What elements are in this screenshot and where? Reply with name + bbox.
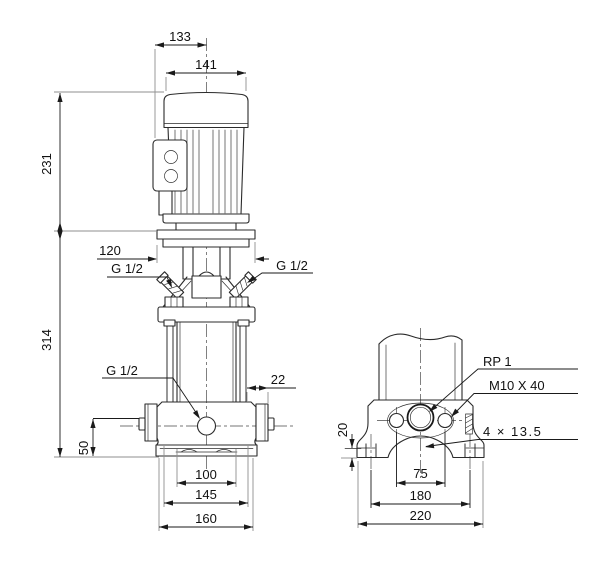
dim-100-label: 100 [195, 467, 217, 482]
dim-20-label: 20 [335, 423, 350, 437]
foot-holes-label: 4 × 13.5 [483, 424, 542, 439]
sleeve-section [378, 333, 463, 401]
dim-160-label: 160 [195, 511, 217, 526]
dim-75-label: 75 [413, 466, 427, 481]
discharge-port [255, 403, 269, 442]
chamber-stack [163, 319, 250, 403]
base-casting [356, 399, 485, 459]
bolt-hole-right [437, 412, 453, 429]
suction-port [144, 403, 158, 442]
drain-label: G 1/2 [106, 363, 138, 378]
staybolt-nut [237, 319, 250, 327]
vent-plug-right [228, 271, 257, 300]
terminal-box [152, 139, 188, 216]
break-line [378, 333, 463, 345]
dim-145-label: 145 [195, 487, 217, 502]
dim-231-label: 231 [39, 153, 54, 175]
side-view-dimensions: 20 75 180 220 [335, 423, 484, 528]
m10-label: M10 X 40 [489, 378, 545, 393]
vent-left-label: G 1/2 [111, 261, 143, 276]
dim-220-label: 220 [410, 508, 432, 523]
vent-plug-left [156, 271, 185, 300]
vent-right-label: G 1/2 [276, 258, 308, 273]
motor-fan-cover [163, 91, 249, 129]
rp1-port-bore [406, 403, 435, 432]
coupling-guard-window [191, 275, 222, 299]
front-view-dimensions: 133 141 231 314 120 G 1/2 [39, 29, 313, 531]
motor-stool [156, 213, 256, 280]
head-flange [157, 306, 256, 323]
dim-50-label: 50 [76, 441, 91, 455]
drain-plug-hole [196, 416, 217, 436]
coupling-dome [198, 271, 215, 277]
side-view: RP 1 M10 X 40 4 × 13.5 20 75 [335, 328, 578, 528]
dim-314-label: 314 [39, 329, 54, 351]
cable-entry-hole [164, 150, 178, 164]
bolt-hole-left [388, 412, 405, 429]
section-boss [465, 413, 473, 435]
side-view-labels: RP 1 M10 X 40 4 × 13.5 [425, 354, 578, 449]
dim-22-label: 22 [271, 372, 285, 387]
port-boss [387, 402, 454, 439]
dim-120-label: 120 [99, 243, 121, 258]
dim-133-label: 133 [169, 29, 191, 44]
foot-mounting-holes [365, 443, 476, 458]
rp1-label: RP 1 [483, 354, 512, 369]
dim-180-label: 180 [410, 488, 432, 503]
front-view: 133 141 231 314 120 G 1/2 [39, 29, 313, 531]
pump-base [138, 401, 275, 457]
dim-141-label: 141 [195, 57, 217, 72]
cable-entry-hole [164, 169, 178, 183]
staybolt-nut [163, 319, 176, 327]
